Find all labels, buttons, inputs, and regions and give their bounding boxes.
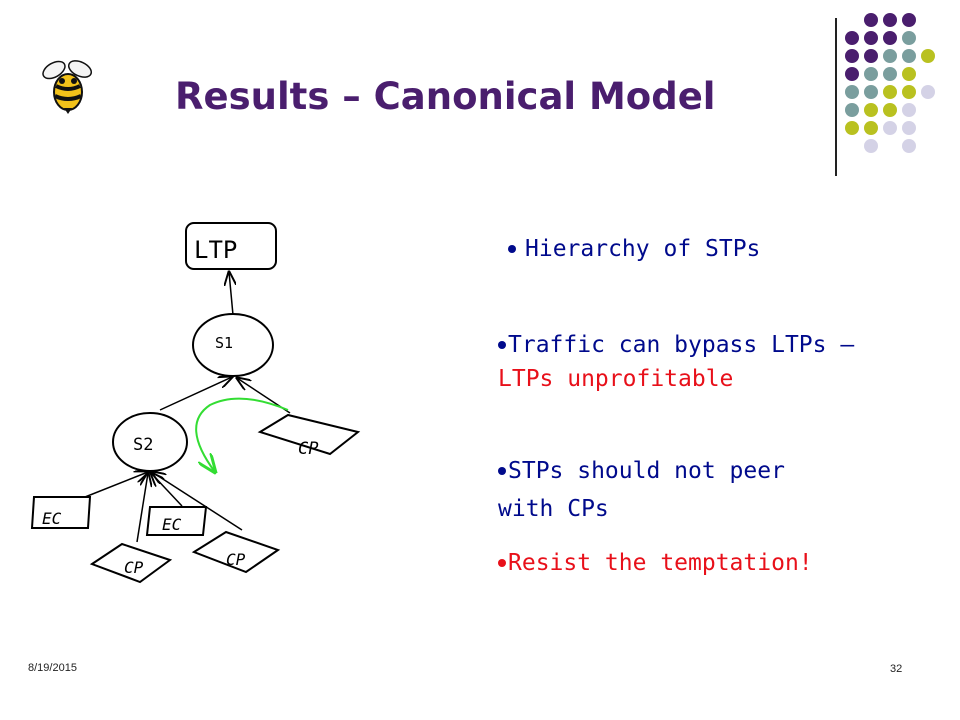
decorative-dot — [864, 103, 878, 117]
bullet-4: Resist the temptation! — [508, 550, 813, 576]
s2-node — [112, 412, 188, 472]
decorative-dot — [845, 49, 859, 63]
bullet-1: Hierarchy of STPs — [525, 236, 761, 262]
decorative-dot — [845, 67, 859, 81]
cp-bottom-left-label: CP — [124, 558, 144, 577]
edge-ec-s2 — [79, 472, 148, 500]
decorative-dot — [883, 49, 897, 63]
footer-date: 8/19/2015 — [28, 662, 77, 674]
decorative-dot — [864, 67, 878, 81]
s1-label: S1 — [215, 334, 233, 352]
decorative-dot — [902, 13, 916, 27]
decorative-dot — [864, 13, 878, 27]
ec-mid-label: EC — [162, 515, 182, 534]
decorative-dot — [883, 31, 897, 45]
bullet-2-line-1: Traffic can bypass LTPs – — [508, 332, 855, 358]
decorative-dot — [883, 103, 897, 117]
cp-bottom-left-node — [89, 542, 173, 584]
bullet-3-line-1: STPs should not peer — [508, 458, 785, 484]
decorative-dot — [902, 103, 916, 117]
decorative-dot — [902, 31, 916, 45]
cp-bottom-right-label: CP — [226, 550, 246, 569]
edge-cp-br-s2 — [152, 472, 243, 531]
bypass-arrow — [195, 397, 289, 472]
bullet-dot — [498, 559, 506, 567]
ec-left-node — [30, 496, 92, 529]
ec-mid-node — [145, 506, 208, 536]
decorative-dot — [902, 139, 916, 153]
decorative-dot — [845, 121, 859, 135]
cp-bottom-right-node — [191, 530, 281, 574]
bullet-dot — [498, 341, 506, 349]
decorative-dot — [883, 67, 897, 81]
ltp-label: LTP — [194, 236, 237, 264]
decorative-dot — [883, 121, 897, 135]
slide-title: Results – Canonical Model — [175, 75, 716, 118]
decorative-dot — [864, 85, 878, 99]
decorative-dot — [883, 13, 897, 27]
decorative-dot — [883, 85, 897, 99]
ltp-node — [185, 222, 277, 270]
bullet-dot — [508, 245, 516, 253]
bullet-2-line-2: LTPs unprofitable — [498, 366, 734, 392]
s2-label: S2 — [133, 435, 153, 455]
bullet-3-line-2: with CPs — [498, 496, 609, 522]
s1-node — [192, 313, 274, 377]
decorative-dot — [864, 139, 878, 153]
decorative-dot — [921, 85, 935, 99]
edge-s1-ltp — [229, 272, 233, 316]
edge-cp-bl-s2 — [136, 473, 148, 543]
decorative-dot — [921, 49, 935, 63]
decorative-dot-grid-icon — [845, 13, 935, 153]
decorative-dot — [902, 121, 916, 135]
decorative-dot — [864, 121, 878, 135]
decorative-dot — [864, 49, 878, 63]
bullet-dot — [498, 467, 506, 475]
canonical-model-diagram: LTP S1 S2 CP EC EC CP CP — [30, 222, 361, 584]
yellow-jacket-mascot-icon — [42, 60, 93, 114]
divider-line — [835, 18, 837, 176]
decorative-dot — [845, 31, 859, 45]
decorative-dot — [902, 49, 916, 63]
edge-s2-s1 — [159, 377, 232, 411]
decorative-dot — [845, 85, 859, 99]
decorative-dot — [845, 103, 859, 117]
decorative-dot — [864, 31, 878, 45]
cp-right-node — [257, 413, 361, 456]
decorative-dot — [902, 67, 916, 81]
edge-ec-mid-s2 — [151, 473, 183, 507]
cp-right-label: CP — [298, 439, 318, 459]
bullet-list: Hierarchy of STPs Traffic can bypass LTP… — [496, 234, 936, 594]
page-number: 32 — [890, 663, 903, 675]
decorative-dot — [902, 85, 916, 99]
ec-left-label: EC — [42, 509, 62, 528]
